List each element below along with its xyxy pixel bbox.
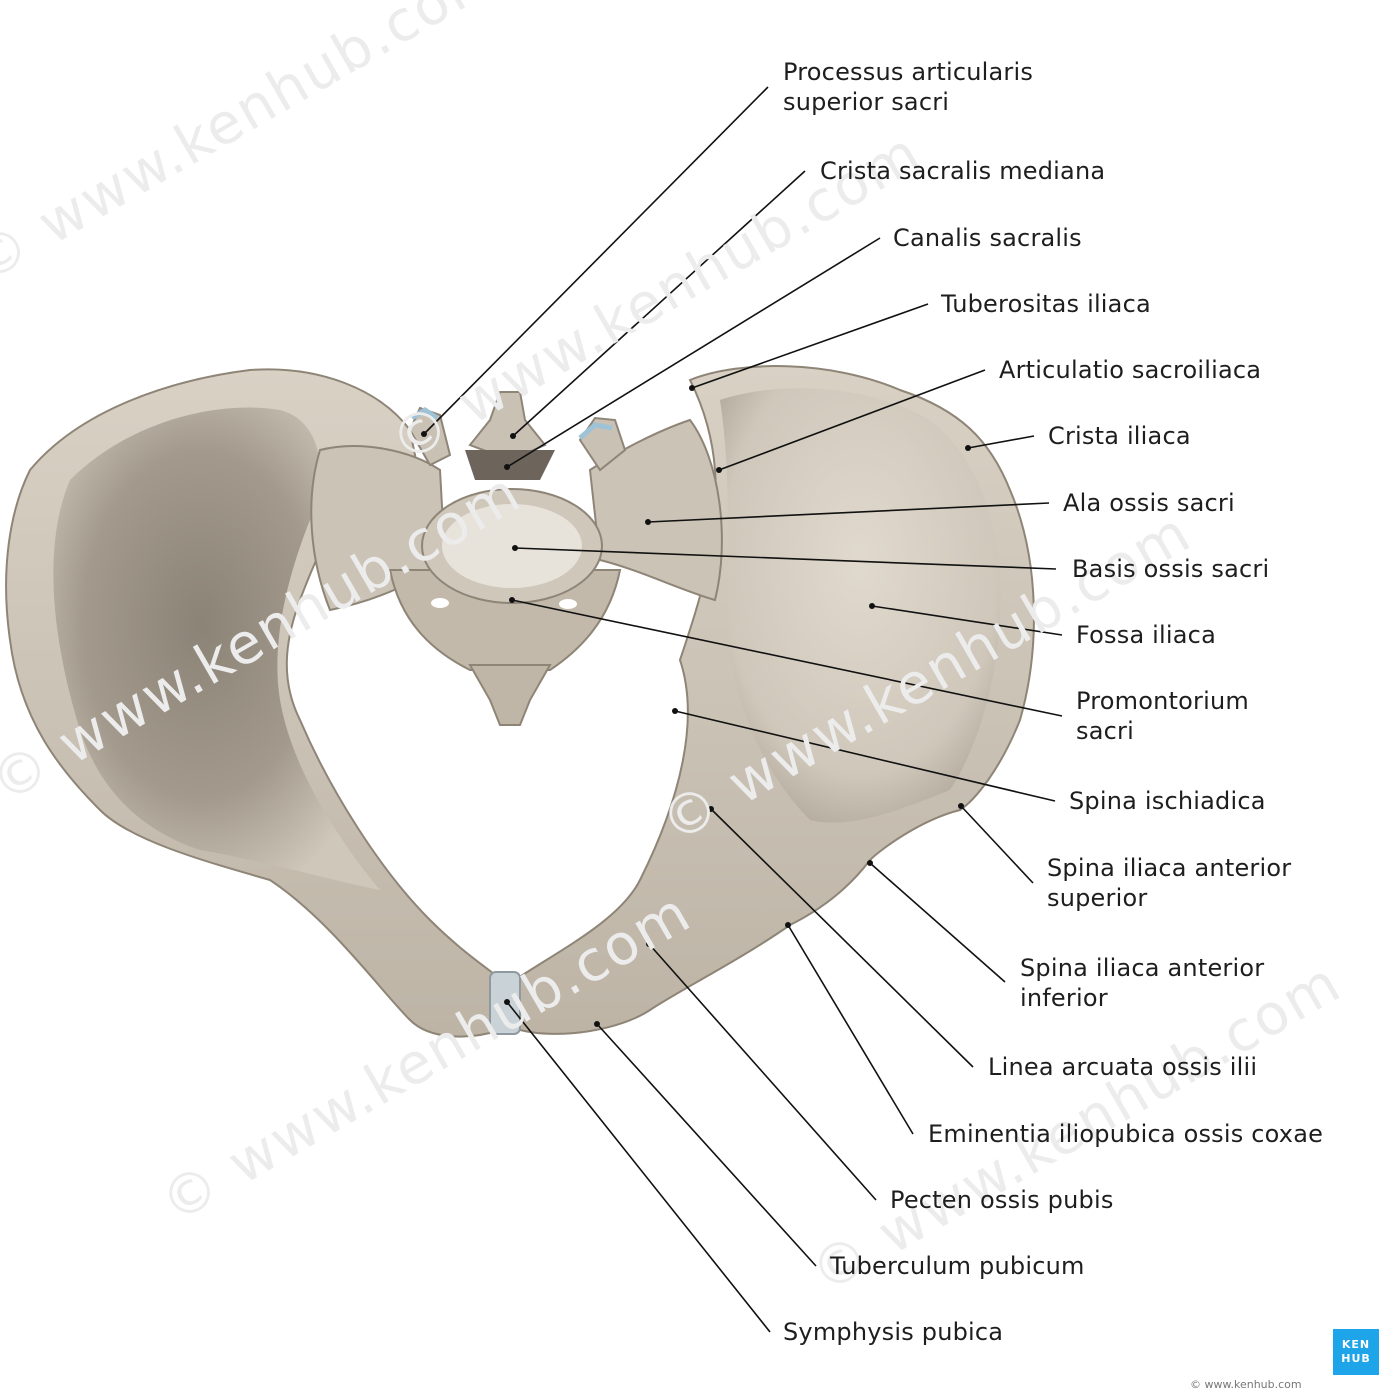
sacral-foramen-right xyxy=(559,599,577,609)
right-iliac-fossa xyxy=(720,388,1001,823)
leader-tuberculum-pubicum xyxy=(596,1023,817,1267)
point-spina-ischiadica xyxy=(672,708,678,714)
label-crista-iliaca: Crista iliaca xyxy=(1048,422,1191,450)
point-processus-articularis xyxy=(421,431,427,437)
point-promontorium xyxy=(509,597,515,603)
label-crista-sacralis-mediana: Crista sacralis mediana xyxy=(820,157,1106,185)
leader-spina-ischiadica xyxy=(674,710,1056,802)
label-tuberculum-pubicum: Tuberculum pubicum xyxy=(830,1252,1085,1280)
label-tuberositas-iliaca: Tuberositas iliaca xyxy=(941,290,1151,318)
point-crista-iliaca xyxy=(965,445,971,451)
sacral-base-surface xyxy=(442,504,582,588)
point-tuberculum-pubicum xyxy=(594,1021,600,1027)
leader-lines xyxy=(423,86,1063,1333)
leader-pecten-ossis-pubis xyxy=(648,943,877,1201)
point-canalis-sacralis xyxy=(504,464,510,470)
label-spina-iliaca-anterior-inferior: Spina iliaca anterior inferior xyxy=(1020,954,1265,1012)
point-pecten-ossis-pubis xyxy=(646,941,652,947)
leader-processus-articularis xyxy=(423,86,769,435)
point-fossa-iliaca xyxy=(869,603,875,609)
sacral-process-middle xyxy=(468,391,547,462)
leader-tuberositas-iliaca xyxy=(691,303,929,389)
kenhub-logo: KEN HUB xyxy=(1333,1329,1379,1375)
leader-promontorium xyxy=(511,599,1063,717)
label-articulatio-sacroiliaca: Articulatio sacroiliaca xyxy=(999,356,1262,384)
point-articulatio-sacroiliaca xyxy=(716,467,722,473)
left-iliac-fossa xyxy=(53,407,380,890)
leader-spina-iliaca-ant-inf xyxy=(869,862,1006,983)
leader-eminentia-iliopubica xyxy=(787,924,914,1135)
label-promontorium-sacri: Promontorium sacri xyxy=(1076,687,1249,745)
label-pecten-ossis-pubis: Pecten ossis pubis xyxy=(890,1186,1114,1214)
label-basis-ossis-sacri: Basis ossis sacri xyxy=(1072,555,1270,583)
leader-symphysis-pubica xyxy=(506,1001,771,1333)
label-linea-arcuata: Linea arcuata ossis ilii xyxy=(988,1053,1258,1081)
sacral-foramen-left xyxy=(431,598,449,608)
leader-endpoints xyxy=(421,385,971,1027)
leader-spina-iliaca-ant-sup xyxy=(960,805,1034,884)
leader-canalis-sacralis xyxy=(506,237,881,468)
label-ala-ossis-sacri: Ala ossis sacri xyxy=(1063,489,1235,517)
leader-linea-arcuata xyxy=(710,808,974,1068)
point-ala-ossis-sacri xyxy=(645,519,651,525)
point-tuberositas-iliaca xyxy=(689,385,695,391)
point-basis-ossis-sacri xyxy=(512,545,518,551)
point-symphysis-pubica xyxy=(504,999,510,1005)
leader-basis-ossis-sacri xyxy=(514,547,1057,570)
label-canalis-sacralis: Canalis sacralis xyxy=(893,224,1082,252)
point-linea-arcuata xyxy=(708,806,714,812)
sacrum-body xyxy=(388,569,622,671)
coccyx xyxy=(468,664,552,726)
point-crista-sacralis xyxy=(510,433,516,439)
articular-cartilage-right xyxy=(578,422,613,440)
leader-ala-ossis-sacri xyxy=(647,502,1050,523)
point-spina-iliaca-ant-inf xyxy=(867,860,873,866)
label-eminentia-iliopubica: Eminentia iliopubica ossis coxae xyxy=(928,1120,1324,1148)
leader-crista-iliaca xyxy=(967,435,1035,449)
leader-articulatio-sacroiliaca xyxy=(718,369,986,471)
label-processus-articularis: Processus articularis superior sacri xyxy=(783,58,1034,116)
copyright-text: © www.kenhub.com xyxy=(1190,1378,1302,1391)
label-fossa-iliaca: Fossa iliaca xyxy=(1076,621,1216,649)
point-spina-iliaca-ant-sup xyxy=(958,803,964,809)
point-eminentia-iliopubica xyxy=(785,922,791,928)
articular-cartilage-left xyxy=(410,407,439,421)
leader-fossa-iliaca xyxy=(871,605,1063,636)
leader-crista-sacralis xyxy=(512,170,806,437)
label-spina-iliaca-anterior-superior: Spina iliaca anterior superior xyxy=(1047,854,1292,912)
label-symphysis-pubica: Symphysis pubica xyxy=(783,1318,1004,1346)
label-spina-ischiadica: Spina ischiadica xyxy=(1069,787,1266,815)
